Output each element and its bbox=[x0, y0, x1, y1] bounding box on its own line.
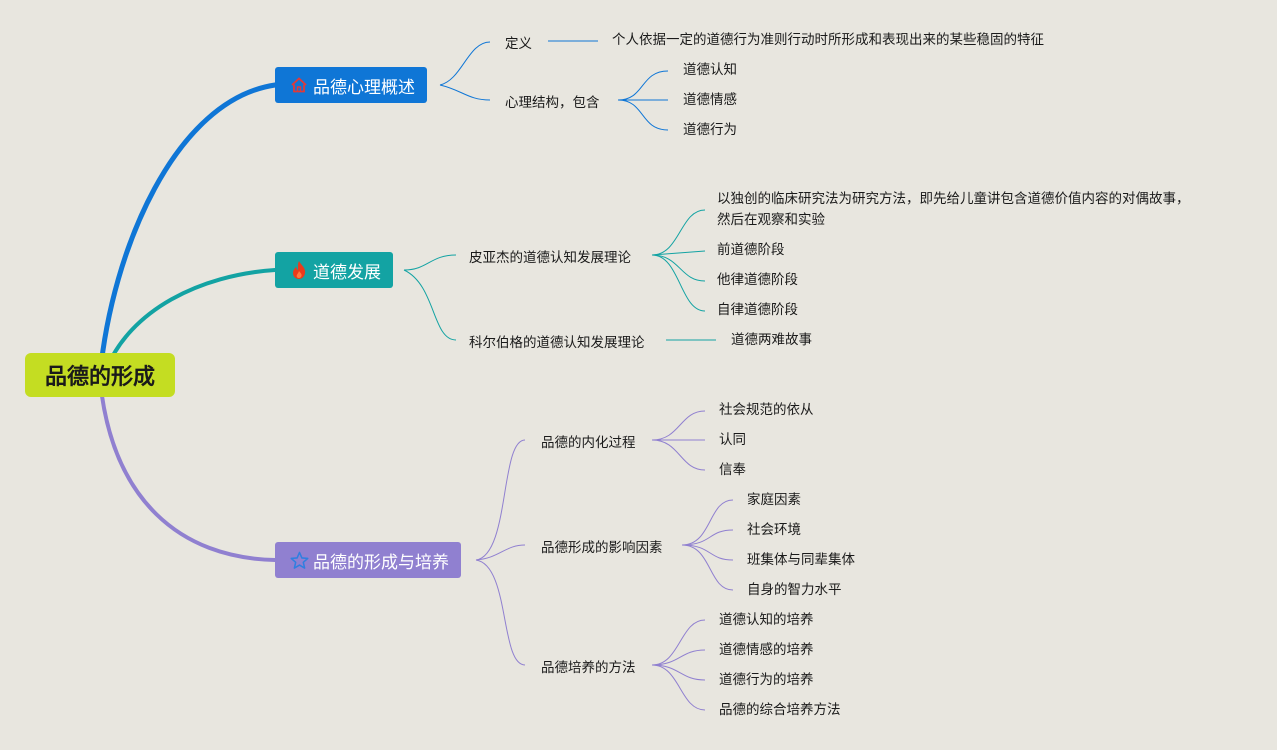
leaf-cognition-cultivation[interactable]: 道德认知的培养 bbox=[719, 610, 814, 631]
subtopic-influencing-factors[interactable]: 品德形成的影响因素 bbox=[541, 536, 663, 556]
subtopic-cultivation-methods[interactable]: 品德培养的方法 bbox=[541, 656, 636, 676]
leaf-label: 信奉 bbox=[719, 462, 746, 478]
leaf-label: 自律道德阶段 bbox=[717, 302, 798, 318]
topic-moral-development[interactable]: 道德发展 bbox=[275, 252, 393, 288]
leaf-label: 自身的智力水平 bbox=[747, 582, 842, 598]
subtopic-piaget-theory[interactable]: 皮亚杰的道德认知发展理论 bbox=[469, 246, 631, 266]
leaf-label: 道德认知的培养 bbox=[719, 612, 814, 628]
house-icon bbox=[289, 75, 309, 95]
leaf-class-peer-group[interactable]: 班集体与同辈集体 bbox=[747, 550, 855, 571]
leaf-label: 家庭因素 bbox=[747, 492, 801, 508]
link-root-branch3 bbox=[98, 378, 277, 562]
leaf-emotion-cultivation[interactable]: 道德情感的培养 bbox=[719, 640, 814, 661]
leaf-label: 社会环境 bbox=[747, 522, 801, 538]
leaf-label-line2: 然后在观察和实验 bbox=[717, 212, 825, 228]
subtopic-label: 心理结构，包含 bbox=[505, 95, 600, 111]
leaf-label: 个人依据一定的道德行为准则行动时所形成和表现出来的某些稳固的特征 bbox=[612, 32, 1044, 48]
subtopic-internalization[interactable]: 品德的内化过程 bbox=[541, 431, 636, 451]
link-root-branch2 bbox=[104, 268, 277, 372]
topic-label: 品德心理概述 bbox=[313, 77, 415, 98]
topic-moral-psychology-overview[interactable]: 品德心理概述 bbox=[275, 67, 427, 103]
leaf-intelligence-level[interactable]: 自身的智力水平 bbox=[747, 580, 842, 601]
leaf-label: 他律道德阶段 bbox=[717, 272, 798, 288]
flame-icon bbox=[289, 260, 309, 280]
leaf-moral-cognition[interactable]: 道德认知 bbox=[683, 60, 737, 81]
leaf-piaget-method[interactable]: 以独创的临床研究法为研究方法，即先给儿童讲包含道德价值内容的对偶故事， 然后在观… bbox=[717, 189, 1190, 231]
star-icon bbox=[289, 550, 309, 570]
leaf-label: 道德情感的培养 bbox=[719, 642, 814, 658]
leaf-moral-dilemma[interactable]: 道德两难故事 bbox=[731, 330, 812, 351]
leaf-family-factor[interactable]: 家庭因素 bbox=[747, 490, 801, 511]
leaf-label: 认同 bbox=[719, 432, 746, 448]
leaf-label: 前道德阶段 bbox=[717, 242, 785, 258]
leaf-label-line1: 以独创的临床研究法为研究方法，即先给儿童讲包含道德价值内容的对偶故事， bbox=[717, 191, 1190, 207]
leaf-definition-text[interactable]: 个人依据一定的道德行为准则行动时所形成和表现出来的某些稳固的特征 bbox=[612, 30, 1044, 51]
leaf-moral-behavior[interactable]: 道德行为 bbox=[683, 120, 737, 141]
leaf-belief[interactable]: 信奉 bbox=[719, 460, 746, 481]
subtopic-definition[interactable]: 定义 bbox=[505, 32, 532, 52]
leaf-comprehensive-method[interactable]: 品德的综合培养方法 bbox=[719, 700, 841, 721]
leaf-label: 道德认知 bbox=[683, 62, 737, 78]
leaf-label: 道德情感 bbox=[683, 92, 737, 108]
subtopic-kohlberg-theory[interactable]: 科尔伯格的道德认知发展理论 bbox=[469, 331, 645, 351]
leaf-autonomous-stage[interactable]: 自律道德阶段 bbox=[717, 300, 798, 321]
root-topic-label: 品德的形成 bbox=[44, 365, 155, 390]
subtopic-label: 定义 bbox=[505, 36, 532, 52]
topic-label: 道德发展 bbox=[313, 262, 381, 283]
topic-formation-and-cultivation[interactable]: 品德的形成与培养 bbox=[275, 542, 461, 578]
leaf-label: 道德行为的培养 bbox=[719, 672, 814, 688]
leaf-label: 社会规范的依从 bbox=[719, 402, 814, 418]
leaf-compliance[interactable]: 社会规范的依从 bbox=[719, 400, 814, 421]
leaf-label: 道德行为 bbox=[683, 122, 737, 138]
leaf-social-environment[interactable]: 社会环境 bbox=[747, 520, 801, 541]
subtopic-label: 品德培养的方法 bbox=[541, 660, 636, 676]
link-root-branch1 bbox=[97, 82, 278, 378]
subtopic-label: 品德形成的影响因素 bbox=[541, 540, 663, 556]
leaf-label: 道德两难故事 bbox=[731, 332, 812, 348]
subtopic-label: 科尔伯格的道德认知发展理论 bbox=[469, 335, 645, 351]
leaf-label: 班集体与同辈集体 bbox=[747, 552, 855, 568]
leaf-moral-emotion[interactable]: 道德情感 bbox=[683, 90, 737, 111]
leaf-identification[interactable]: 认同 bbox=[719, 430, 746, 451]
subtopic-psychological-structure[interactable]: 心理结构，包含 bbox=[505, 91, 600, 111]
root-topic[interactable]: 品德的形成 bbox=[25, 353, 175, 397]
leaf-label: 品德的综合培养方法 bbox=[719, 702, 841, 718]
leaf-premoral-stage[interactable]: 前道德阶段 bbox=[717, 240, 785, 261]
subtopic-label: 品德的内化过程 bbox=[541, 435, 636, 451]
subtopic-label: 皮亚杰的道德认知发展理论 bbox=[469, 250, 631, 266]
leaf-behavior-cultivation[interactable]: 道德行为的培养 bbox=[719, 670, 814, 691]
leaf-heteronomous-stage[interactable]: 他律道德阶段 bbox=[717, 270, 798, 291]
topic-label: 品德的形成与培养 bbox=[313, 552, 449, 573]
